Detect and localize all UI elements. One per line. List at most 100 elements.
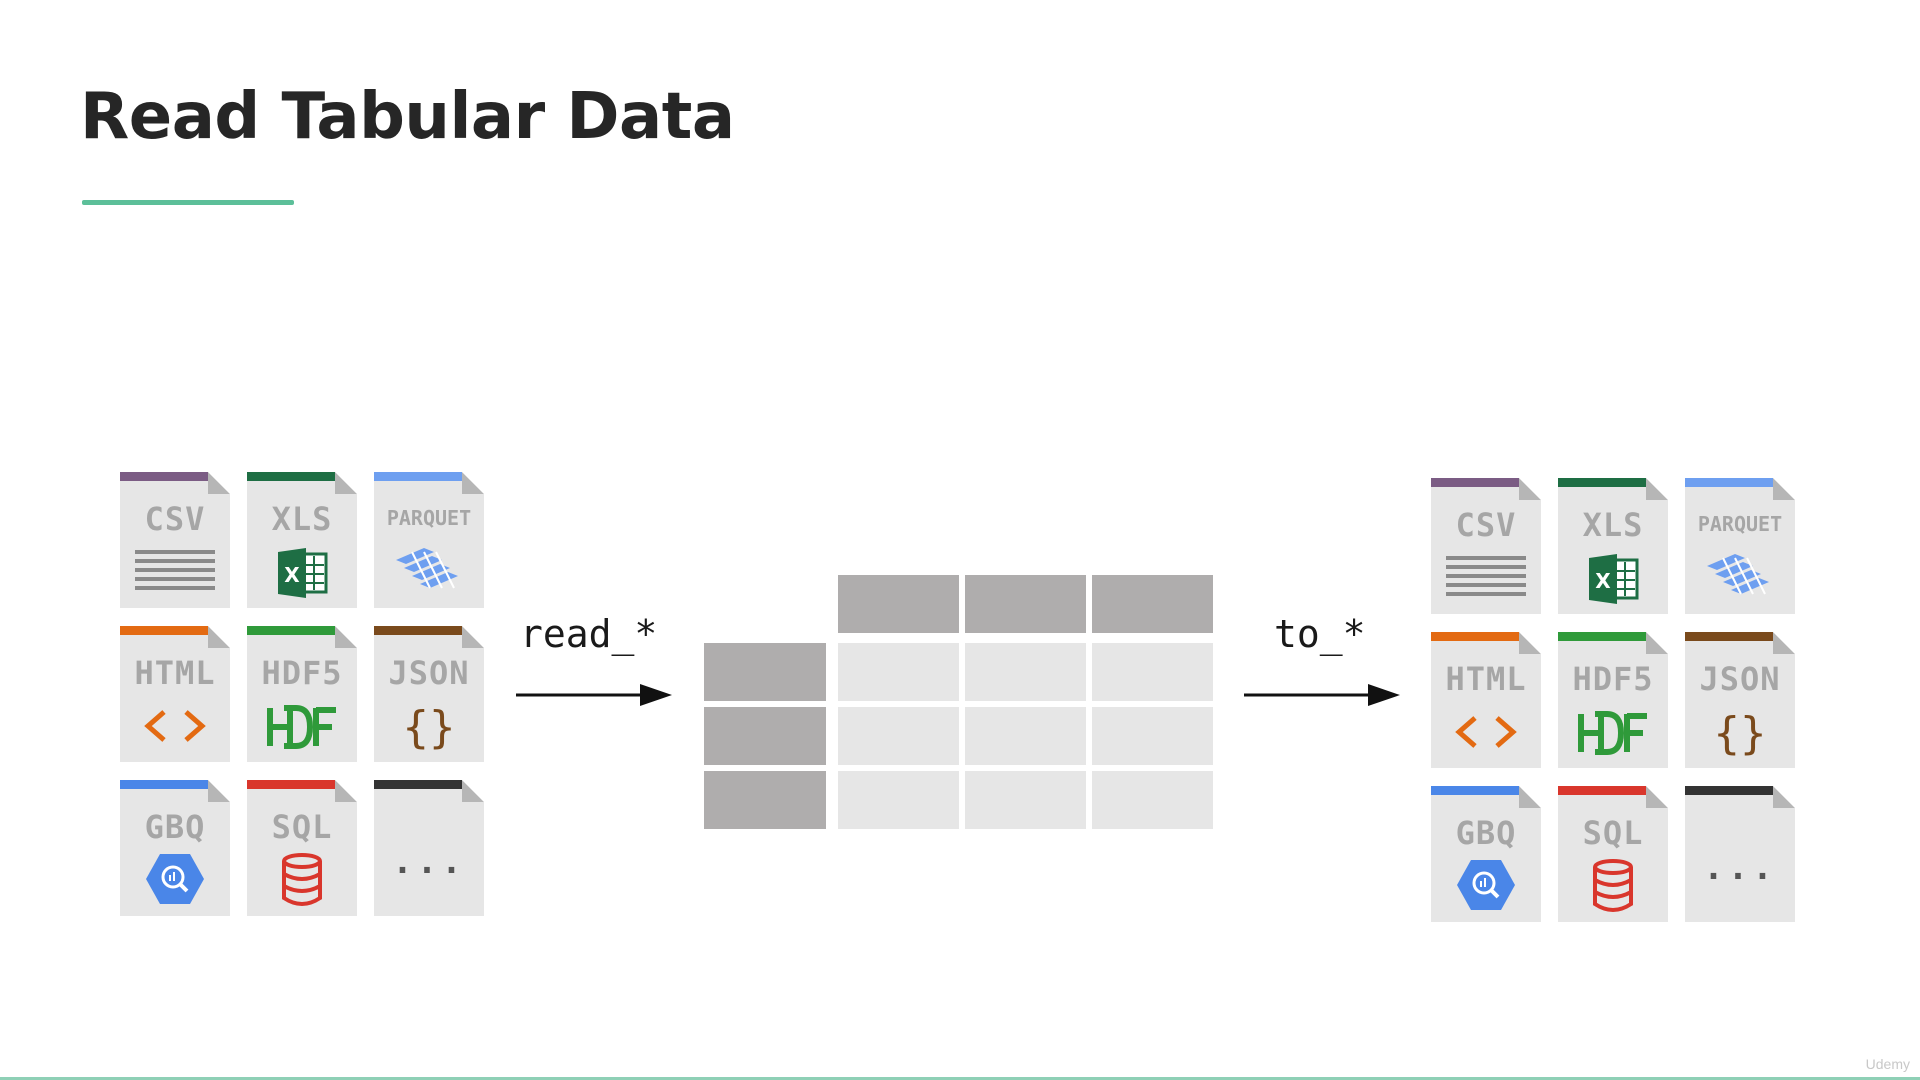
format-color-band xyxy=(247,780,335,789)
target-format-card: HDF5 xyxy=(1558,632,1668,768)
parquet-icon xyxy=(1705,552,1775,602)
page-fold-icon xyxy=(1773,478,1795,500)
csv-lines-icon xyxy=(133,546,217,596)
page-fold-icon xyxy=(1519,478,1541,500)
excel-icon: X xyxy=(276,548,330,598)
data-cell xyxy=(965,643,1086,701)
target-format-card: JSON {} xyxy=(1685,632,1795,768)
format-color-band xyxy=(1558,478,1646,487)
data-cell xyxy=(838,771,959,829)
format-label: PARQUET xyxy=(386,506,472,530)
target-format-card: ... xyxy=(1685,786,1795,922)
page-fold-icon xyxy=(1646,478,1668,500)
bigquery-icon xyxy=(1456,858,1516,912)
format-label: HDF5 xyxy=(261,654,343,692)
bigquery-icon xyxy=(145,852,205,906)
source-format-card: XLS X xyxy=(247,472,357,608)
format-color-band xyxy=(1685,786,1773,795)
format-color-band xyxy=(120,472,208,481)
source-format-card: PARQUET xyxy=(374,472,484,608)
data-cell xyxy=(1092,707,1213,765)
format-color-band xyxy=(1558,632,1646,641)
format-label: ... xyxy=(1703,848,1777,888)
page-fold-icon xyxy=(335,780,357,802)
target-format-card: HTML xyxy=(1431,632,1541,768)
page-fold-icon xyxy=(1519,786,1541,808)
database-icon xyxy=(277,852,327,908)
source-format-card: CSV xyxy=(120,472,230,608)
svg-text:{}: {} xyxy=(1715,708,1765,758)
svg-text:X: X xyxy=(1595,569,1611,593)
page-fold-icon xyxy=(462,472,484,494)
format-label: HDF5 xyxy=(1572,660,1654,698)
html-brackets-icon xyxy=(140,706,210,746)
page-fold-icon xyxy=(1519,632,1541,654)
svg-text:{}: {} xyxy=(404,702,454,752)
bottom-accent-bar xyxy=(0,1077,1920,1080)
column-header-cell xyxy=(1092,575,1213,633)
format-color-band xyxy=(374,626,462,635)
parquet-icon xyxy=(394,546,464,596)
page-fold-icon xyxy=(1646,786,1668,808)
data-cell xyxy=(965,707,1086,765)
svg-text:X: X xyxy=(284,563,300,587)
format-color-band xyxy=(247,472,335,481)
format-label: XLS xyxy=(271,500,333,538)
target-format-card: SQL xyxy=(1558,786,1668,922)
format-color-band xyxy=(374,780,462,789)
write-label: to_* xyxy=(1274,612,1366,656)
data-cell xyxy=(838,643,959,701)
format-label: PARQUET xyxy=(1697,512,1783,536)
format-label: ... xyxy=(392,842,466,882)
udemy-watermark: Udemy xyxy=(1865,1056,1910,1072)
format-color-band xyxy=(120,780,208,789)
source-format-card: JSON {} xyxy=(374,626,484,762)
format-label: GBQ xyxy=(144,808,206,846)
page-fold-icon xyxy=(208,472,230,494)
format-color-band xyxy=(247,626,335,635)
format-color-band xyxy=(1558,786,1646,795)
page-fold-icon xyxy=(1773,786,1795,808)
format-label: CSV xyxy=(144,500,206,538)
data-cell xyxy=(965,771,1086,829)
format-label: SQL xyxy=(271,808,333,846)
title-underline xyxy=(82,200,294,205)
format-color-band xyxy=(374,472,462,481)
data-cell xyxy=(1092,643,1213,701)
page-fold-icon xyxy=(462,626,484,648)
page-fold-icon xyxy=(335,626,357,648)
format-label: HTML xyxy=(134,654,216,692)
read-label: read_* xyxy=(520,612,658,656)
source-format-card: HDF5 xyxy=(247,626,357,762)
source-format-card: HTML xyxy=(120,626,230,762)
format-color-band xyxy=(120,626,208,635)
html-brackets-icon xyxy=(1451,712,1521,752)
slide-title: Read Tabular Data xyxy=(80,80,735,154)
column-header-cell xyxy=(965,575,1086,633)
page-fold-icon xyxy=(208,780,230,802)
json-braces-icon: {} xyxy=(404,702,454,752)
format-label: JSON xyxy=(388,654,470,692)
column-header-cell xyxy=(838,575,959,633)
format-color-band xyxy=(1685,632,1773,641)
row-index-cell xyxy=(704,771,826,829)
csv-lines-icon xyxy=(1444,552,1528,602)
format-color-band xyxy=(1431,632,1519,641)
data-cell xyxy=(1092,771,1213,829)
format-color-band xyxy=(1431,478,1519,487)
target-format-card: GBQ xyxy=(1431,786,1541,922)
hdf-icon xyxy=(262,704,342,750)
page-fold-icon xyxy=(208,626,230,648)
format-label: SQL xyxy=(1582,814,1644,852)
format-color-band xyxy=(1685,478,1773,487)
format-color-band xyxy=(1431,786,1519,795)
format-label: GBQ xyxy=(1455,814,1517,852)
hdf-icon xyxy=(1573,710,1653,756)
source-format-card: ... xyxy=(374,780,484,916)
excel-icon: X xyxy=(1587,554,1641,604)
page-fold-icon xyxy=(1646,632,1668,654)
format-label: JSON xyxy=(1699,660,1781,698)
format-label: HTML xyxy=(1445,660,1527,698)
format-label: CSV xyxy=(1455,506,1517,544)
